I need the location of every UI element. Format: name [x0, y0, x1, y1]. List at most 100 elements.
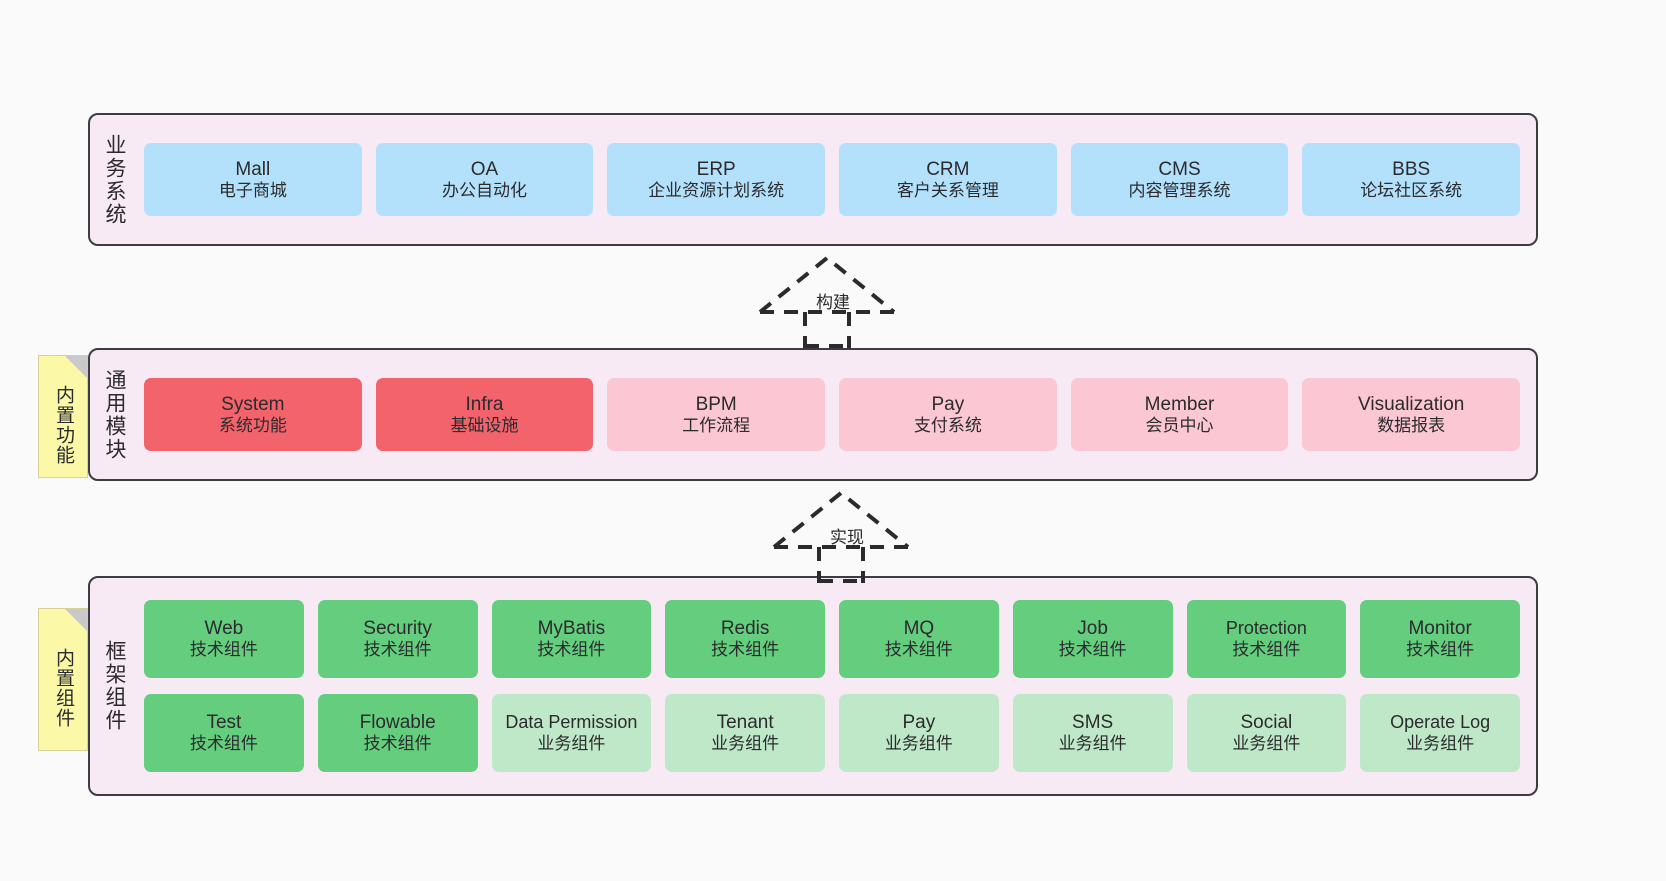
- card-desc: 技术组件: [1406, 640, 1475, 660]
- framework-card-web[interactable]: Web 技术组件: [144, 600, 304, 678]
- card-name: ERP: [696, 158, 736, 180]
- card-desc: 技术组件: [363, 640, 432, 660]
- business-card-mall[interactable]: Mall 电子商城: [144, 143, 362, 216]
- framework-card-pay[interactable]: Pay 业务组件: [839, 694, 999, 772]
- card-name: Web: [204, 618, 244, 640]
- card-name: CMS: [1158, 158, 1201, 180]
- card-name: Test: [206, 712, 242, 734]
- note-builtin-feature-label: 内置功能: [52, 384, 74, 465]
- card-desc: 企业资源计划系统: [648, 180, 785, 200]
- card-desc: 技术组件: [363, 734, 432, 754]
- card-name: SMS: [1072, 712, 1114, 734]
- card-desc: 技术组件: [1232, 639, 1301, 659]
- card-desc: 技术组件: [884, 640, 953, 660]
- card-desc: 电子商城: [218, 180, 287, 200]
- framework-card-monitor[interactable]: Monitor 技术组件: [1360, 600, 1520, 678]
- card-name: Security: [363, 618, 432, 640]
- card-name: Visualization: [1358, 393, 1465, 415]
- framework-card-security[interactable]: Security 技术组件: [317, 600, 478, 678]
- card-name: CRM: [926, 158, 970, 180]
- note-builtin-component: 内置组件: [38, 608, 88, 751]
- layer-business-system[interactable]: 业务系统 Mall 电子商城 OA 办公自动化 ERP 企业资源计划系统 CRM…: [88, 113, 1538, 246]
- card-desc: 技术组件: [189, 734, 258, 754]
- framework-card-redis[interactable]: Redis 技术组件: [665, 600, 825, 678]
- card-name: Pay: [902, 712, 936, 734]
- card-name: MyBatis: [537, 618, 606, 640]
- layer-common-body: System 系统功能 Infra 基础设施 BPM 工作流程 Pay 支付系统…: [138, 350, 1536, 479]
- framework-card-mybatis[interactable]: MyBatis 技术组件: [491, 600, 652, 678]
- card-desc: 技术组件: [1058, 640, 1127, 660]
- connector-build: 构建: [752, 252, 912, 348]
- card-name: System: [221, 393, 285, 415]
- common-card-system[interactable]: System 系统功能: [144, 378, 362, 451]
- card-name: Job: [1077, 618, 1108, 640]
- card-desc: 客户关系管理: [896, 180, 999, 200]
- framework-card-tenant[interactable]: Tenant 业务组件: [665, 694, 825, 772]
- card-name: Flowable: [359, 712, 436, 734]
- card-name: BPM: [695, 393, 737, 415]
- framework-tech-row: Web 技术组件 Security 技术组件 MyBatis 技术组件 Redi…: [144, 600, 1520, 678]
- card-desc: 技术组件: [711, 640, 780, 660]
- business-card-crm[interactable]: CRM 客户关系管理: [839, 143, 1057, 216]
- card-name: Monitor: [1408, 618, 1472, 640]
- framework-card-operate-log[interactable]: Operate Log 业务组件: [1360, 694, 1520, 772]
- framework-card-sms[interactable]: SMS 业务组件: [1012, 694, 1173, 772]
- card-desc: 办公自动化: [442, 180, 527, 200]
- layer-framework-component[interactable]: 框架组件 Web 技术组件 Security 技术组件 MyBatis 技术组件…: [88, 576, 1538, 796]
- layer-business-body: Mall 电子商城 OA 办公自动化 ERP 企业资源计划系统 CRM 客户关系…: [138, 115, 1536, 244]
- common-card-pay[interactable]: Pay 支付系统: [839, 378, 1057, 451]
- framework-card-job[interactable]: Job 技术组件: [1012, 600, 1173, 678]
- card-desc: 系统功能: [218, 415, 287, 435]
- common-card-infra[interactable]: Infra 基础设施: [375, 378, 594, 451]
- common-card-row: System 系统功能 Infra 基础设施 BPM 工作流程 Pay 支付系统…: [144, 378, 1521, 451]
- layer-framework-title: 框架组件: [103, 640, 127, 732]
- card-desc: 论坛社区系统: [1360, 180, 1463, 200]
- business-card-row: Mall 电子商城 OA 办公自动化 ERP 企业资源计划系统 CRM 客户关系…: [144, 143, 1521, 216]
- framework-card-social[interactable]: Social 业务组件: [1186, 694, 1347, 772]
- framework-card-data-permission[interactable]: Data Permission 业务组件: [491, 694, 652, 772]
- card-desc: 基础设施: [450, 415, 519, 435]
- connector-build-label: 构建: [816, 293, 850, 312]
- framework-card-flowable[interactable]: Flowable 技术组件: [317, 694, 478, 772]
- business-card-oa[interactable]: OA 办公自动化: [375, 143, 594, 216]
- note-fold-corner-icon: [65, 356, 87, 378]
- common-card-visualization[interactable]: Visualization 数据报表: [1302, 378, 1521, 451]
- framework-card-mq[interactable]: MQ 技术组件: [839, 600, 999, 678]
- framework-biz-row: Test 技术组件 Flowable 技术组件 Data Permission …: [144, 694, 1520, 772]
- card-name: MQ: [903, 618, 935, 640]
- framework-card-test[interactable]: Test 技术组件: [144, 694, 304, 772]
- card-name: Pay: [931, 393, 965, 415]
- layer-common-title: 通用模块: [103, 368, 127, 461]
- card-desc: 业务组件: [884, 734, 953, 754]
- card-name: Infra: [465, 393, 504, 415]
- connector-build-shape: [758, 255, 896, 348]
- card-name: Social: [1240, 712, 1293, 734]
- business-card-bbs[interactable]: BBS 论坛社区系统: [1302, 143, 1521, 216]
- card-desc: 业务组件: [711, 734, 780, 754]
- note-builtin-component-label: 内置组件: [52, 647, 74, 728]
- layer-framework-body: Web 技术组件 Security 技术组件 MyBatis 技术组件 Redi…: [138, 578, 1536, 794]
- card-desc: 技术组件: [189, 640, 258, 660]
- business-card-erp[interactable]: ERP 企业资源计划系统: [607, 143, 826, 216]
- business-card-cms[interactable]: CMS 内容管理系统: [1070, 143, 1289, 216]
- card-name: BBS: [1392, 158, 1431, 180]
- card-desc: 数据报表: [1377, 415, 1446, 435]
- connector-implement: 实现: [766, 487, 926, 583]
- card-name: Redis: [720, 618, 770, 640]
- card-desc: 业务组件: [1406, 733, 1475, 753]
- card-name: Member: [1144, 393, 1215, 415]
- card-desc: 支付系统: [913, 415, 982, 435]
- card-name: Mall: [235, 158, 271, 180]
- layer-common-module[interactable]: 通用模块 System 系统功能 Infra 基础设施 BPM 工作流程 Pay…: [88, 348, 1538, 481]
- card-name: OA: [470, 158, 499, 180]
- note-fold-corner-icon: [65, 609, 87, 631]
- common-card-member[interactable]: Member 会员中心: [1070, 378, 1289, 451]
- card-name: Data Permission: [505, 711, 638, 732]
- common-card-bpm[interactable]: BPM 工作流程: [607, 378, 826, 451]
- connector-implement-shape: [772, 490, 910, 583]
- card-desc: 内容管理系统: [1128, 180, 1231, 200]
- layer-business-title: 业务系统: [103, 133, 127, 226]
- framework-card-protection[interactable]: Protection 技术组件: [1186, 600, 1347, 678]
- card-desc: 业务组件: [1232, 734, 1301, 754]
